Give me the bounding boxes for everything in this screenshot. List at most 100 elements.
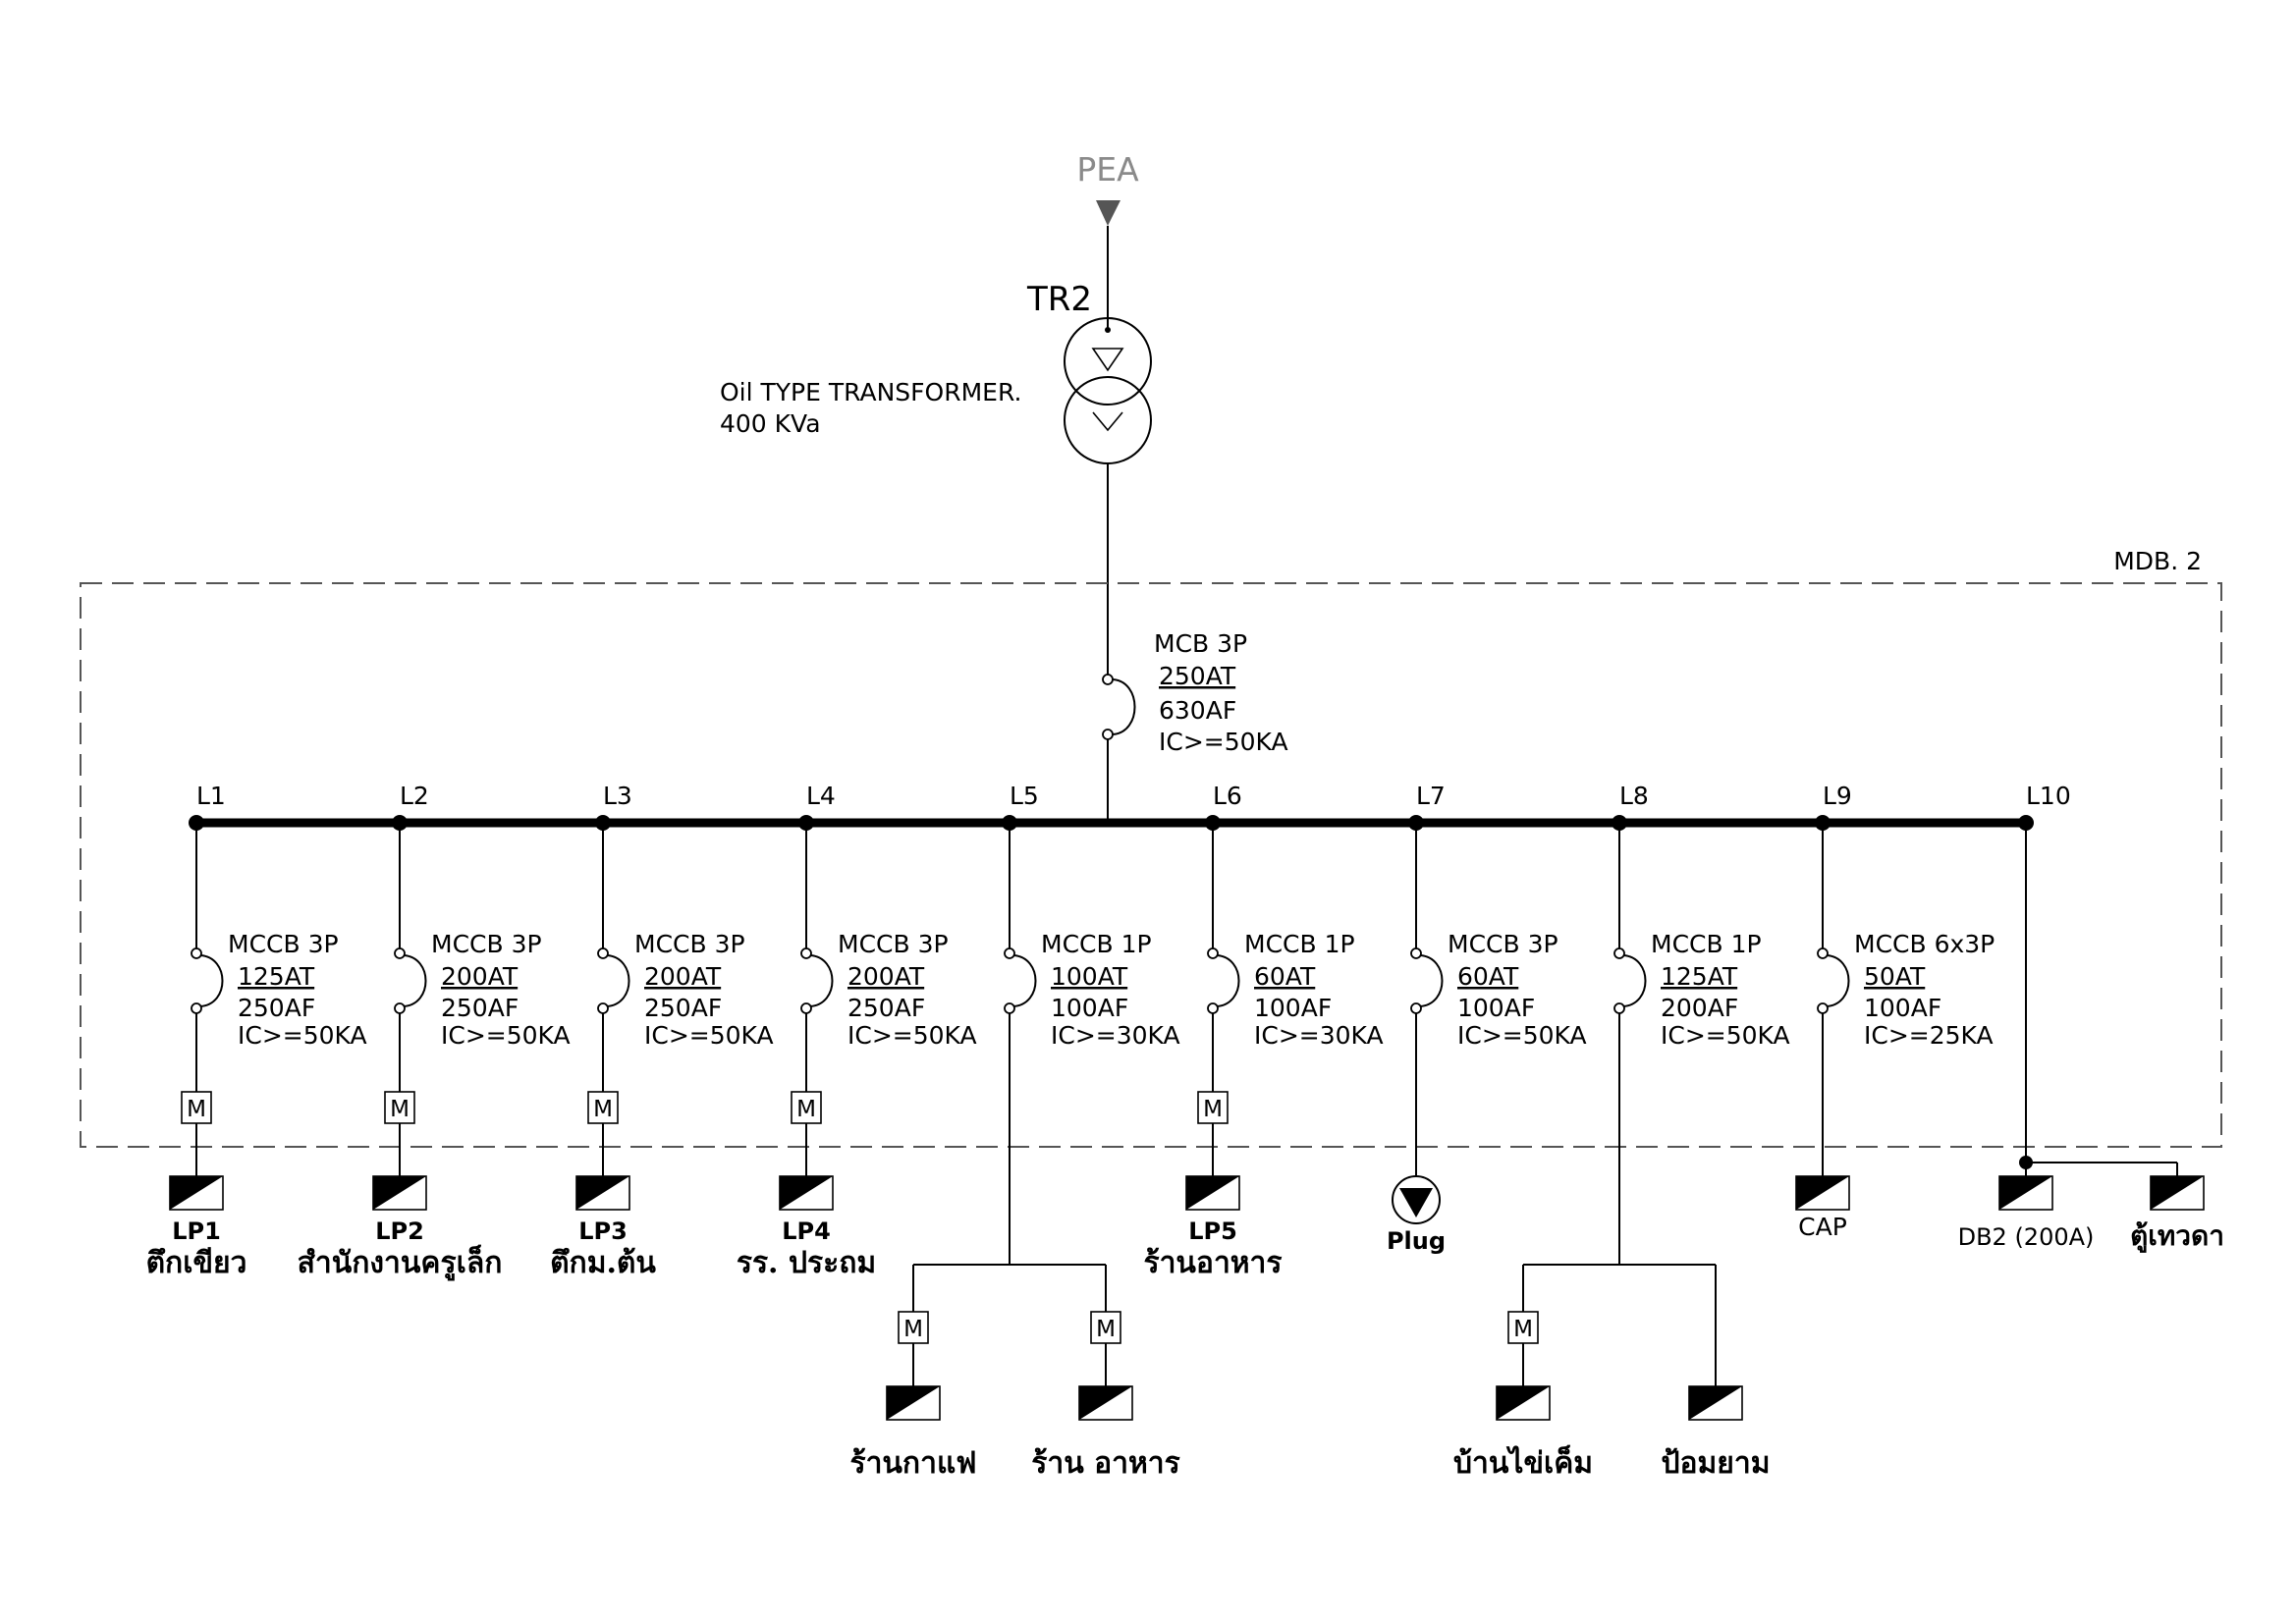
feeder-l3-breaker-icon-bottom	[597, 1002, 609, 1014]
feeder-l5-breaker-icon-top	[1004, 947, 1015, 959]
feeder-l10-panel-icon	[1999, 1176, 2052, 1210]
mdb-enclosure	[80, 582, 2222, 1148]
feeder-l4-af: 250AF	[847, 994, 925, 1022]
feeder-l6-breaker-icon-bottom	[1207, 1002, 1219, 1014]
feeder-l7-load-code: Plug	[1387, 1227, 1446, 1255]
feeder-l5-sub1-meter: M	[1096, 1317, 1116, 1342]
feeder-l9-ic: IC>=25KA	[1864, 1021, 1994, 1050]
feeder-l3-meter: M	[593, 1097, 613, 1122]
feeder-l2-breaker-icon-bottom	[394, 1002, 406, 1014]
feeder-l8-breaker-icon	[1622, 954, 1647, 1007]
feeder-l8-sub0-meter: M	[1513, 1317, 1533, 1342]
feeder-l9-type: MCCB 6x3P	[1854, 930, 1995, 958]
feeder-l4-panel-icon	[780, 1176, 833, 1210]
feeder-l9-id: L9	[1823, 782, 1852, 810]
feeder-l6-panel-icon	[1186, 1176, 1239, 1210]
feeder-l2-breaker-icon	[403, 954, 427, 1007]
feeder-l4-load-name: รร. ประถม	[737, 1246, 876, 1280]
feeder-l4-meter: M	[796, 1097, 816, 1122]
transformer-rating: 400 KVa	[720, 409, 821, 438]
feeder-l3-breaker-icon	[606, 954, 630, 1007]
feeder-l6-meter: M	[1203, 1097, 1223, 1122]
feeder-l7-plug-icon	[1399, 1188, 1433, 1217]
feeder-l9-load-code: CAP	[1798, 1213, 1847, 1241]
feeder-l2-af: 250AF	[441, 994, 519, 1022]
feeder-l9-af: 100AF	[1864, 994, 1941, 1022]
feeder-l5-sub0-panel-icon	[887, 1386, 940, 1420]
feeder-l6-id: L6	[1213, 782, 1242, 810]
feeder-l2-type: MCCB 3P	[431, 930, 542, 958]
feeder-l3-id: L3	[603, 782, 632, 810]
feeder-l8-breaker-icon-bottom	[1613, 1002, 1625, 1014]
feeder-l9-panel-icon	[1796, 1176, 1849, 1210]
feeder-l7-at: 60AT	[1457, 962, 1519, 991]
feeder-l3-af: 250AF	[644, 994, 722, 1022]
feeder-l4-at: 200AT	[847, 962, 925, 991]
feeder-l8-breaker-icon-top	[1613, 947, 1625, 959]
feeder-l1-id: L1	[196, 782, 226, 810]
feeder-l5-sub0-name: ร้านกาแฟ	[849, 1446, 976, 1481]
feeder-l4-breaker-icon	[809, 954, 834, 1007]
feeder-l6-load-code: LP5	[1188, 1217, 1237, 1245]
supply-arrow-icon	[1096, 200, 1121, 226]
feeder-l1-breaker-icon-bottom	[191, 1002, 202, 1014]
feeder-l9-breaker-icon	[1826, 954, 1850, 1007]
feeder-l1-load-code: LP1	[172, 1217, 221, 1245]
feeder-l3-breaker-icon-top	[597, 947, 609, 959]
feeder-l6-ic: IC>=30KA	[1254, 1021, 1384, 1050]
feeder-l9-breaker-icon-top	[1817, 947, 1829, 959]
feeder-l8-at: 125AT	[1661, 962, 1738, 991]
feeder-l2-load-name: สำนักงานครูเล็ก	[298, 1244, 503, 1281]
feeder-l7-breaker-icon	[1419, 954, 1444, 1007]
feeder-l5-breaker-icon-bottom	[1004, 1002, 1015, 1014]
feeder-l5-at: 100AT	[1051, 962, 1128, 991]
main-breaker-at: 250AT	[1159, 662, 1236, 690]
feeder-l7-type: MCCB 3P	[1448, 930, 1558, 958]
feeder-l8-sub1-name: ป้อมยาม	[1661, 1446, 1770, 1481]
feeder-l4-breaker-icon-top	[800, 947, 812, 959]
feeder-l2-id: L2	[400, 782, 429, 810]
feeder-l6-type: MCCB 1P	[1244, 930, 1355, 958]
feeder-l1-panel-icon	[170, 1176, 223, 1210]
feeder-l5-sub1-panel-icon	[1079, 1386, 1132, 1420]
feeder-l2-load-code: LP2	[375, 1217, 424, 1245]
feeder-l5-ic: IC>=30KA	[1051, 1021, 1180, 1050]
feeder-l4-id: L4	[806, 782, 836, 810]
feeder-l3-panel-icon	[576, 1176, 629, 1210]
transformer-type: Oil TYPE TRANSFORMER.	[720, 378, 1021, 406]
feeder-l7-id: L7	[1416, 782, 1446, 810]
feeder-l4-load-code: LP4	[782, 1217, 831, 1245]
feeder-l7-breaker-icon-top	[1410, 947, 1422, 959]
feeder-l5-sub1-name: ร้าน อาหาร	[1031, 1446, 1180, 1481]
feeder-l2-ic: IC>=50KA	[441, 1021, 571, 1050]
feeder-l6-breaker-icon	[1216, 954, 1240, 1007]
main-breaker-ic: IC>=50KA	[1159, 728, 1288, 756]
feeder-l1-type: MCCB 3P	[228, 930, 339, 958]
feeder-l3-load-name: ตึกม.ต้น	[550, 1246, 656, 1280]
feeder-l1-load-name: ตึกเขียว	[146, 1246, 247, 1280]
feeder-l3-at: 200AT	[644, 962, 722, 991]
feeder-l10-id: L10	[2026, 782, 2071, 810]
feeder-l1-af: 250AF	[238, 994, 315, 1022]
feeder-l3-type: MCCB 3P	[634, 930, 745, 958]
feeder-l7-ic: IC>=50KA	[1457, 1021, 1587, 1050]
feeder-l6-at: 60AT	[1254, 962, 1316, 991]
feeder-l5-sub0-meter: M	[903, 1317, 923, 1342]
feeder-l5-id: L5	[1010, 782, 1039, 810]
feeder-l3-ic: IC>=50KA	[644, 1021, 774, 1050]
feeder-l1-meter: M	[187, 1097, 206, 1122]
feeder-l5-af: 100AF	[1051, 994, 1128, 1022]
feeder-l6-af: 100AF	[1254, 994, 1332, 1022]
feeder-l9-breaker-icon-bottom	[1817, 1002, 1829, 1014]
feeder-l2-at: 200AT	[441, 962, 519, 991]
feeder-l8-af: 200AF	[1661, 994, 1738, 1022]
main-breaker-icon	[1102, 674, 1136, 740]
feeder-l4-ic: IC>=50KA	[847, 1021, 977, 1050]
feeder-l8-id: L8	[1619, 782, 1649, 810]
feeder-l8-ic: IC>=50KA	[1661, 1021, 1790, 1050]
feeder-l8-sub1-panel-icon	[1689, 1386, 1742, 1420]
board-label: MDB. 2	[2113, 547, 2202, 575]
feeder-l8-sub0-name: บ้านไข่เค็ม	[1453, 1444, 1593, 1481]
feeder-l4-type: MCCB 3P	[838, 930, 949, 958]
